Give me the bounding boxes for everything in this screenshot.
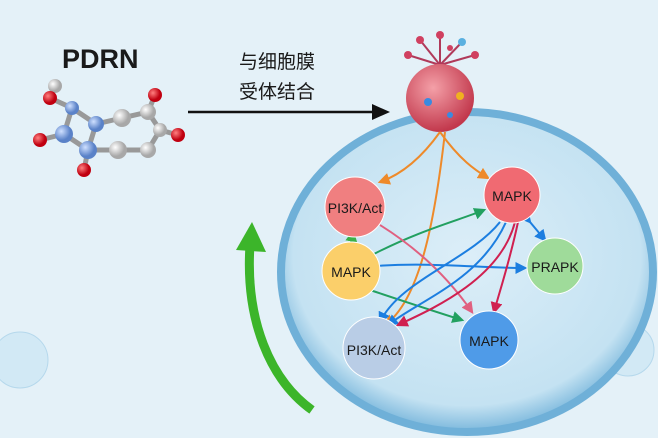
molecule-atoms (33, 79, 185, 177)
node-pi3k-top (324, 176, 386, 238)
pathway-nodes (321, 166, 584, 380)
receptor-icon (404, 31, 479, 132)
binding-label: 与细胞膜 受体结合 (222, 48, 332, 108)
signaling-edges (345, 131, 547, 327)
node-prapk (526, 237, 584, 295)
node-label-pi3k-bottom: PI3K/Act (346, 342, 402, 358)
green-arrowhead-icon (236, 222, 266, 252)
pdrn-title: PDRN (62, 44, 139, 74)
node-pi3k-bottom (342, 316, 406, 380)
bubble (0, 331, 49, 389)
node-mapk-top (483, 166, 541, 224)
arrowhead-icon (372, 104, 390, 120)
node-label-prapk: PRAPK (531, 259, 579, 275)
binding-label-line2: 受体结合 (238, 82, 315, 103)
node-label-mapk-top: MAPK (492, 188, 532, 204)
node-label-mapk-left: MAPK (331, 264, 371, 280)
node-label-pi3k-top: PI3K/Act (327, 200, 383, 216)
node-mapk-left (321, 241, 381, 301)
node-mapk-bottom (459, 310, 519, 370)
green-cycle-arrow (244, 244, 315, 414)
binding-label-line1: 与细胞膜 (238, 52, 315, 73)
node-label-mapk-bottom: MAPK (469, 333, 509, 349)
